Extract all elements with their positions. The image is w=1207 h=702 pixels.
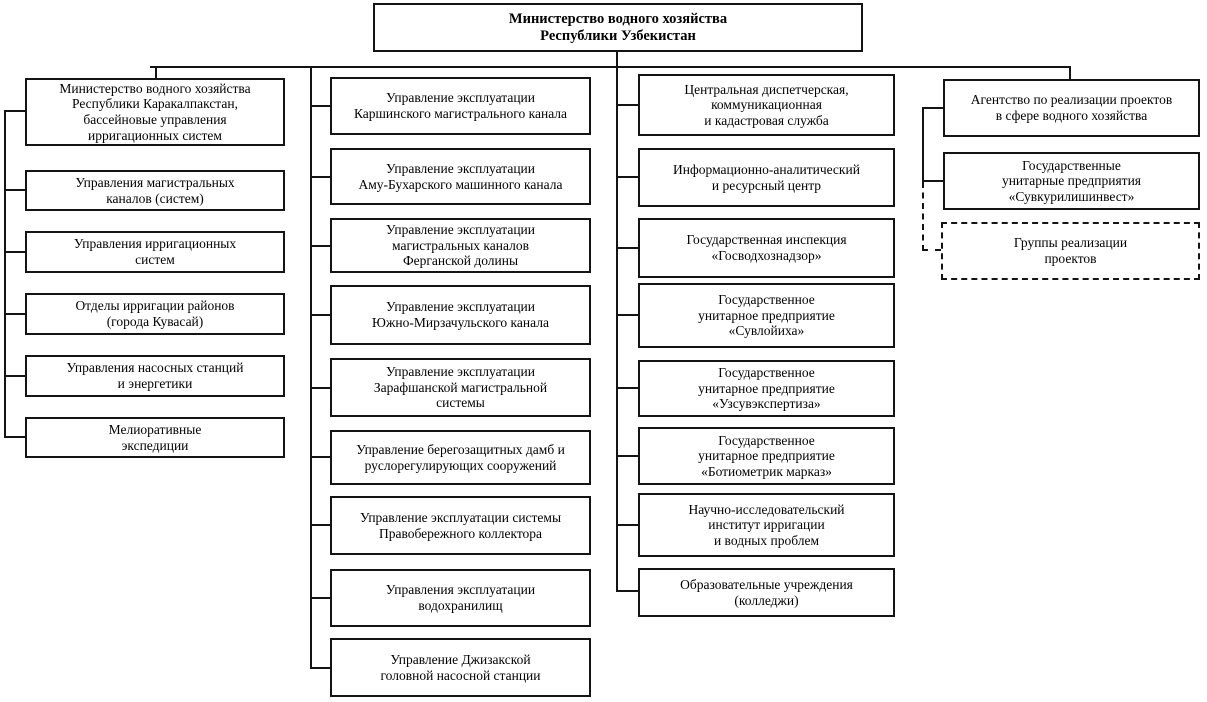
connector-drop-col4	[1069, 66, 1071, 80]
org-box-gup-suvqurilishinvest: Государственные унитарные предприятия «С…	[943, 152, 1200, 210]
org-box-colleges: Образовательные учреждения (колледжи)	[638, 568, 895, 617]
connector-col2-stub-1	[310, 105, 330, 107]
connector-col3-stub-7	[616, 524, 638, 526]
org-box-zarafshan-system: Управление эксплуатации Зарафшанской маг…	[330, 358, 591, 417]
connector-col3-stub-1	[616, 104, 638, 106]
org-box-melioration-expeditions: Мелиоративные экспедиции	[25, 417, 285, 458]
connector-col1-stub-5	[4, 375, 27, 377]
org-box-state-water-inspection: Государственная инспекция «Госводхознадз…	[638, 218, 895, 278]
connector-col2-stub-6	[310, 456, 330, 458]
connector-col4-stub-2	[922, 180, 943, 182]
connector-col3-stub-4	[616, 314, 638, 316]
connector-col3-stub-8	[616, 590, 638, 592]
connector-col4-stub-1	[922, 107, 943, 109]
org-box-pump-stations-energy: Управления насосных станций и энергетики	[25, 355, 285, 397]
org-box-gup-suvloyiha: Государственное унитарное предприятие «С…	[638, 283, 895, 348]
connector-col3-stub-3	[616, 247, 638, 249]
org-box-bank-protection-dams: Управление берегозащитных дамб и руслоре…	[330, 430, 591, 485]
connector-col1-stub-2	[4, 189, 27, 191]
org-box-project-implementation-groups: Группы реализации проектов	[941, 222, 1200, 280]
connector-distribution-line	[150, 66, 1071, 68]
org-box-irrigation-systems: Управления ирригационных систем	[25, 231, 285, 273]
connector-col1-stub-4	[4, 313, 27, 315]
connector-col3-stub-2	[616, 176, 638, 178]
connector-root-and-col3-trunk	[616, 52, 618, 592]
connector-drop-col1	[155, 66, 157, 79]
org-box-central-dispatch-service: Центральная диспетчерская, коммуникацион…	[638, 74, 895, 136]
connector-col4-trunk-dashed	[922, 182, 924, 251]
connector-col2-stub-4	[310, 314, 330, 316]
org-box-amu-bukhara-canal: Управление эксплуатации Аму-Бухарского м…	[330, 148, 591, 205]
org-box-info-analytic-center: Информационно-аналитический и ресурсный …	[638, 148, 895, 207]
org-box-minvod-karakalpakstan: Министерство водного хозяйства Республик…	[25, 78, 285, 146]
org-box-gup-botiometrik-markaz: Государственное унитарное предприятие «Б…	[638, 427, 895, 485]
connector-col1-stub-1	[4, 110, 27, 112]
connector-col4-stub-3-dashed	[922, 249, 941, 251]
org-box-fergana-canals: Управление эксплуатации магистральных ка…	[330, 218, 591, 273]
connector-col3-stub-6	[616, 455, 638, 457]
org-box-ministry-uzbekistan: Министерство водного хозяйства Республик…	[373, 3, 863, 52]
org-box-gup-uzsuvexpertiza: Государственное унитарное предприятие «У…	[638, 360, 895, 417]
connector-col2-stub-5	[310, 387, 330, 389]
org-box-irrigation-districts: Отделы ирригации районов (города Кувасай…	[25, 293, 285, 335]
connector-col1-stub-3	[4, 251, 27, 253]
connector-col2-trunk	[310, 66, 312, 669]
connector-col1-stub-6	[4, 436, 27, 438]
connector-col2-stub-2	[310, 176, 330, 178]
org-box-jizzakh-pump-station: Управление Джизакской головной насосной …	[330, 638, 591, 697]
connector-col2-stub-8	[310, 597, 330, 599]
org-box-research-institute: Научно-исследовательский институт иррига…	[638, 493, 895, 557]
connector-col4-trunk-solid	[922, 107, 924, 182]
org-box-karshi-canal: Управление эксплуатации Каршинского маги…	[330, 77, 591, 135]
org-box-right-bank-collector: Управление эксплуатации системы Правобер…	[330, 496, 591, 555]
connector-col2-stub-3	[310, 245, 330, 247]
connector-col2-stub-7	[310, 524, 330, 526]
connector-col3-stub-5	[616, 387, 638, 389]
org-box-south-mirzachul-canal: Управление эксплуатации Южно-Мирзачульск…	[330, 285, 591, 345]
org-box-reservoirs: Управления эксплуатации водохранилищ	[330, 569, 591, 627]
connector-col2-stub-9	[310, 667, 330, 669]
org-box-main-canal-departments: Управления магистральных каналов (систем…	[25, 170, 285, 211]
connector-col1-trunk	[4, 111, 6, 438]
org-box-water-projects-agency: Агентство по реализации проектов в сфере…	[943, 79, 1200, 137]
